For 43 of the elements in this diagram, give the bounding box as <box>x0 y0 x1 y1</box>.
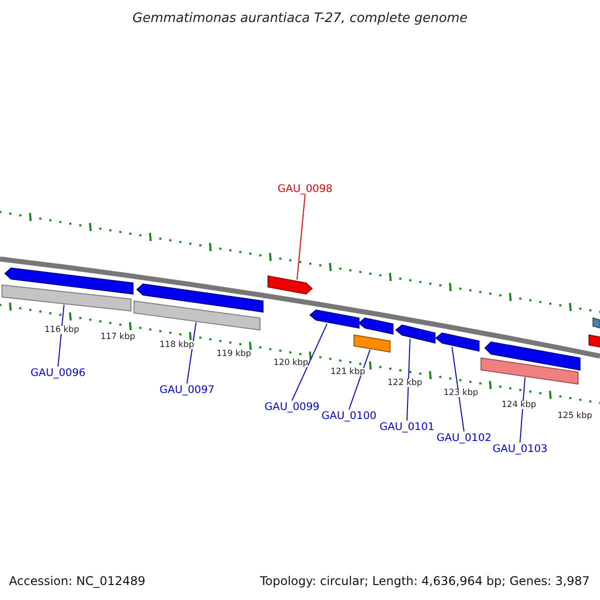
gene-bar <box>592 317 600 329</box>
leader-line <box>520 376 526 443</box>
gene-block <box>435 332 480 352</box>
accession-text: Accession: NC_012489 <box>9 575 146 587</box>
scale-label: 118 kbp <box>160 340 194 349</box>
scale-label: 125 kbp <box>558 412 592 420</box>
gene-label: GAU_0103 <box>492 444 548 454</box>
leader-line <box>348 349 370 410</box>
leader-line <box>296 194 306 280</box>
gene-bar <box>134 300 260 331</box>
gene-label: GAU_0098 <box>278 184 332 194</box>
leader-line <box>292 323 328 401</box>
scale-label: 121 kbp <box>330 368 366 376</box>
scale-label: 124 kbp <box>502 400 536 409</box>
gene-label: GAU_0097 <box>160 384 214 395</box>
gene-bar <box>2 284 132 312</box>
gene-label: GAU_0096 <box>30 368 86 378</box>
scale-label: 120 kbp <box>274 358 308 367</box>
gene-bar <box>588 334 600 348</box>
gene-label: GAU_0100 <box>322 410 376 421</box>
leader-line <box>186 322 196 384</box>
gene-label: GAU_0099 <box>264 402 320 412</box>
scale-label: 116 kbp <box>44 326 80 334</box>
gene-block <box>358 317 394 335</box>
scale-label: 122 kbp <box>388 378 422 387</box>
gene-block <box>268 275 313 295</box>
scale-label: 117 kbp <box>100 332 136 341</box>
gene-block <box>484 341 580 371</box>
gene-block <box>136 283 264 313</box>
leader-line <box>406 338 410 421</box>
leader-line <box>452 346 464 432</box>
gene-label: GAU_0101 <box>380 422 434 432</box>
diagram-title: Gemmatimonas aurantiaca T-27, complete genome <box>132 12 468 24</box>
gene-bar <box>354 334 390 353</box>
scale-label: 119 kbp <box>216 350 252 358</box>
gene-bar <box>480 357 578 385</box>
scale-label: 123 kbp <box>444 388 478 397</box>
gene-block <box>4 267 134 295</box>
gene-block <box>395 324 436 344</box>
leader-line <box>58 304 64 367</box>
gene-label: GAU_0102 <box>436 432 492 443</box>
genome-summary-text: Topology: circular; Length: 4,636,964 bp; Genes: 3,987 <box>260 575 590 587</box>
gene-block <box>309 309 360 329</box>
